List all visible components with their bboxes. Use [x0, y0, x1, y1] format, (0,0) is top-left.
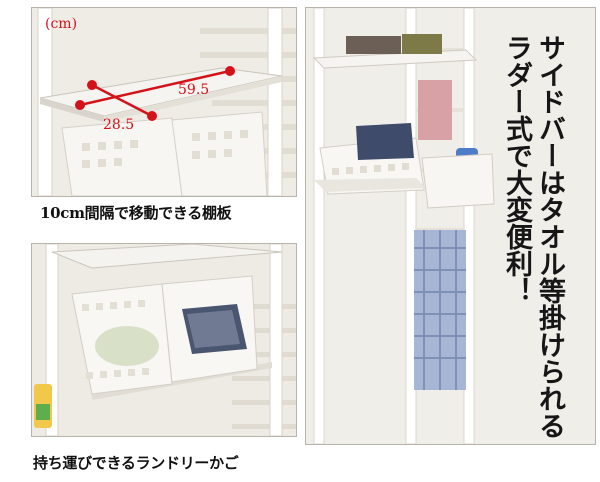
rack-photo [305, 7, 596, 445]
caption-basket: 持ち運びできるランドリーかご [33, 454, 239, 472]
caption-shelf: 10cm間隔で移動できる棚板 [40, 204, 232, 222]
width-label: 59.5 [178, 82, 210, 98]
feature-text-col1: サイドバーはタオル等掛けられる [534, 34, 565, 439]
shelf-photo [31, 7, 297, 197]
feature-text-col2: ラダー式で大変便利！ [501, 34, 532, 304]
rack-illustration [306, 8, 595, 444]
unit-label: (cm) [45, 16, 78, 32]
basket-illustration [32, 244, 296, 436]
depth-label: 28.5 [103, 117, 135, 133]
basket-photo [31, 243, 297, 437]
shelf-illustration [32, 8, 296, 196]
